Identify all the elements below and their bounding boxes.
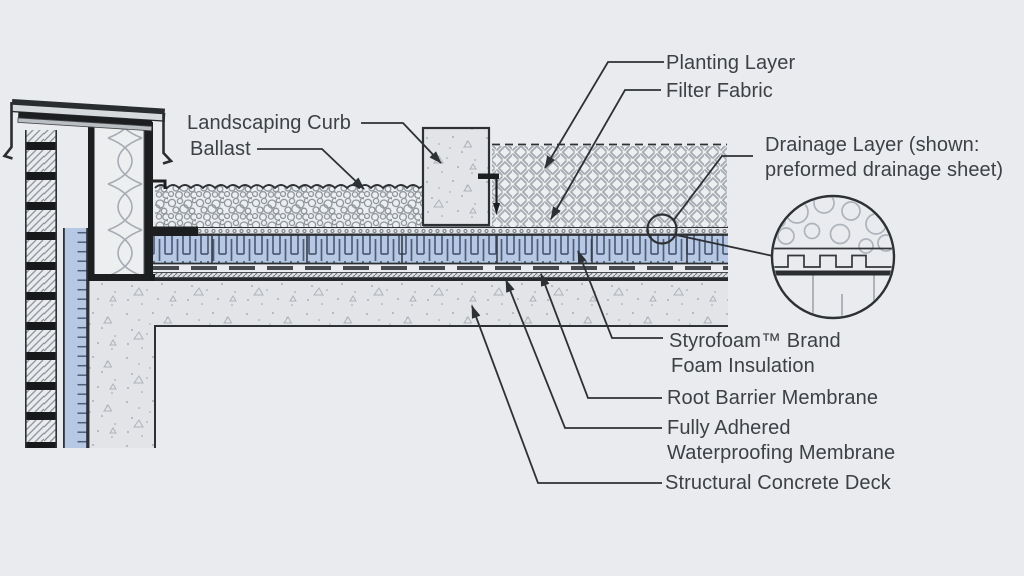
ballast-region — [154, 184, 424, 227]
waterproofing-membrane-layer — [153, 272, 728, 281]
labels: Planting Layer Filter Fabric Drainage La… — [187, 52, 1003, 494]
drainage-layer — [153, 226, 728, 235]
label-filter-fabric: Filter Fabric — [666, 80, 773, 102]
framed-wall-batt-insulation — [88, 122, 155, 281]
leader-filter-fabric — [550, 89, 661, 220]
leader-landscaping-curb — [361, 122, 442, 164]
leader-ballast — [257, 148, 365, 190]
parapet-wall — [2, 99, 198, 448]
leader-waterproofing — [505, 279, 662, 429]
detail-locator-circle — [646, 213, 678, 245]
brick-veneer — [25, 130, 57, 448]
detail-magnified-circle — [770, 194, 896, 320]
label-landscaping-curb: Landscaping Curb — [187, 112, 351, 134]
structural-concrete-deck — [87, 281, 728, 448]
leader-drainage-layer — [672, 155, 753, 222]
label-waterproofing-line1: Fully Adhered — [667, 417, 791, 439]
cavity-insulation-strip — [63, 228, 88, 448]
curb-edge-flashing — [478, 173, 500, 215]
leader-structural-deck — [471, 305, 662, 484]
base-flashing — [150, 179, 198, 236]
label-styrofoam-line1: Styrofoam™ Brand — [669, 330, 841, 352]
detail-callout — [646, 194, 896, 320]
label-structural-deck: Structural Concrete Deck — [665, 472, 892, 494]
label-waterproofing-line2: Waterproofing Membrane — [667, 442, 895, 464]
leader-root-barrier — [540, 273, 662, 399]
label-planting-layer: Planting Layer — [666, 52, 796, 74]
label-drainage-line2: preformed drainage sheet) — [765, 159, 1003, 181]
planting-layer-region — [492, 143, 727, 227]
label-ballast: Ballast — [190, 138, 251, 160]
label-styrofoam-line2: Foam Insulation — [671, 355, 815, 377]
landscaping-curb — [421, 126, 500, 227]
leader-styrofoam — [577, 250, 663, 339]
foam-insulation-layer — [153, 234, 728, 265]
label-drainage-line1: Drainage Layer (shown: — [765, 134, 980, 156]
leader-lines — [257, 61, 753, 484]
parapet-coping-cap — [2, 99, 174, 165]
label-root-barrier: Root Barrier Membrane — [667, 387, 878, 409]
leader-planting-layer — [544, 61, 664, 169]
